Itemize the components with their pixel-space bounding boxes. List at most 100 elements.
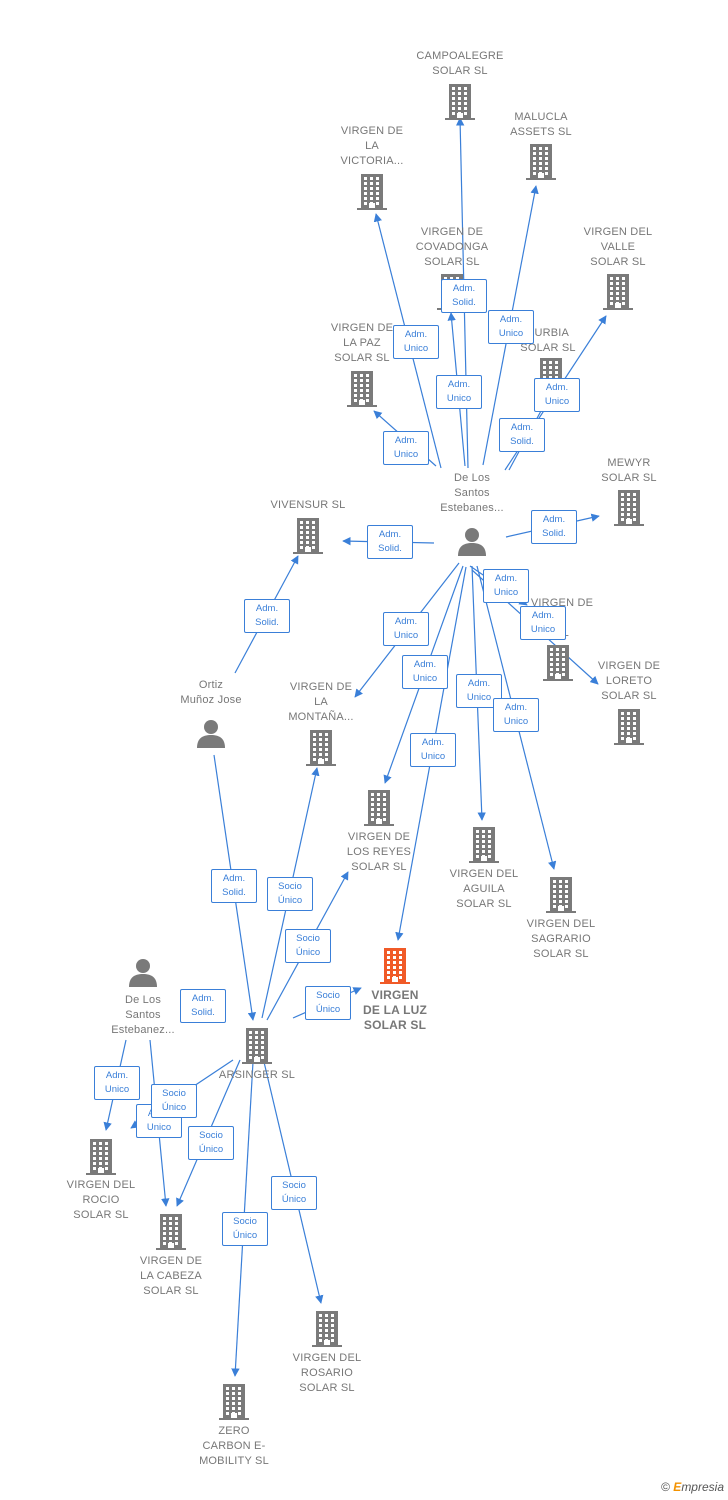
node-label: VIRGEN DE LORETO SOLAR SL (597, 660, 661, 702)
role-badge[interactable]: Adm. Unico (520, 606, 566, 640)
node-label: SURBIA SOLAR SL (520, 327, 576, 354)
node-victoria[interactable]: VIRGEN DE LA VICTORIA... (317, 124, 427, 169)
node-label: MEWYR SOLAR SL (601, 457, 657, 484)
role-badge[interactable]: Adm. Unico (383, 431, 429, 465)
node-reyes[interactable]: VIRGEN DE LOS REYES SOLAR SL (324, 830, 434, 875)
node-ortiz[interactable]: Ortiz Muñoz Jose (156, 678, 266, 708)
node-label: VIRGEN DEL VALLE SOLAR SL (583, 226, 653, 268)
node-label: VIRGEN DE LA LUZ SOLAR SL (362, 988, 427, 1032)
logo-initial: E (673, 1480, 682, 1494)
building-icon[interactable] (293, 518, 323, 559)
node-label: CAMPOALEGRE SOLAR SL (416, 50, 504, 77)
role-badge[interactable]: Adm. Unico (436, 375, 482, 409)
building-icon[interactable] (357, 174, 387, 215)
node-label: De Los Santos Estebanes... (440, 472, 504, 514)
role-badge[interactable]: Adm. Solid. (211, 869, 257, 903)
role-badge[interactable]: Adm. Unico (493, 698, 539, 732)
role-badge[interactable]: Socio Único (285, 929, 331, 963)
building-icon[interactable] (614, 490, 644, 531)
role-badge[interactable]: Adm. Unico (483, 569, 529, 603)
node-label: MALUCLA ASSETS SL (510, 111, 572, 138)
role-badge[interactable]: Adm. Unico (410, 733, 456, 767)
node-label: ARSINGER SL (218, 1069, 296, 1081)
role-badge[interactable]: Adm. Solid. (244, 599, 290, 633)
building-icon[interactable] (614, 709, 644, 750)
role-badge[interactable]: Adm. Unico (94, 1066, 140, 1100)
node-arsinger[interactable]: ARSINGER SL (202, 1068, 312, 1083)
person-icon[interactable] (457, 526, 487, 561)
empresia-logo[interactable]: © Empresia (661, 1480, 724, 1494)
node-mewyr[interactable]: MEWYR SOLAR SL (574, 456, 684, 486)
role-badge[interactable]: Socio Único (305, 986, 351, 1020)
node-valle[interactable]: VIRGEN DEL VALLE SOLAR SL (563, 225, 673, 270)
building-icon[interactable] (86, 1139, 116, 1180)
role-badge[interactable]: Adm. Unico (402, 655, 448, 689)
node-campoalegre[interactable]: CAMPOALEGRE SOLAR SL (405, 49, 515, 79)
node-rosario[interactable]: VIRGEN DEL ROSARIO SOLAR SL (272, 1351, 382, 1396)
role-badge[interactable]: Adm. Solid. (441, 279, 487, 313)
role-badge[interactable]: Adm. Unico (383, 612, 429, 646)
node-malucla[interactable]: MALUCLA ASSETS SL (486, 110, 596, 140)
building-icon[interactable] (306, 730, 336, 771)
role-badge[interactable]: Adm. Solid. (367, 525, 413, 559)
building-icon[interactable] (543, 645, 573, 686)
role-badge[interactable]: Adm. Unico (534, 378, 580, 412)
node-luz[interactable]: VIRGEN DE LA LUZ SOLAR SL (340, 988, 450, 1033)
role-badge[interactable]: Adm. Unico (456, 674, 502, 708)
node-label: VIRGEN DEL ROCIO SOLAR SL (66, 1179, 136, 1221)
node-vivensur[interactable]: VIVENSUR SL (253, 498, 363, 513)
node-estebanez2[interactable]: De Los Santos Estebanez... (88, 993, 198, 1038)
person-icon[interactable] (128, 957, 158, 992)
node-label: VIRGEN DEL ROSARIO SOLAR SL (292, 1352, 362, 1394)
node-aguila[interactable]: VIRGEN DEL AGUILA SOLAR SL (429, 867, 539, 912)
role-badge[interactable]: Socio Único (267, 877, 313, 911)
building-icon[interactable] (219, 1384, 249, 1425)
role-badge[interactable]: Adm. Solid. (531, 510, 577, 544)
building-icon[interactable] (312, 1311, 342, 1352)
node-label: VIRGEN DE LA CABEZA SOLAR SL (139, 1255, 203, 1297)
role-badge[interactable]: Socio Único (271, 1176, 317, 1210)
node-label: VIRGEN DE LOS REYES SOLAR SL (346, 831, 412, 873)
node-label: ZERO CARBON E- MOBILITY SL (199, 1425, 269, 1467)
node-label: De Los Santos Estebanez... (111, 994, 175, 1036)
node-paz[interactable]: VIRGEN DE LA PAZ SOLAR SL (307, 321, 417, 366)
role-badge[interactable]: Adm. Solid. (499, 418, 545, 452)
node-covadonga[interactable]: VIRGEN DE COVADONGA SOLAR SL (397, 225, 507, 270)
building-icon[interactable] (156, 1214, 186, 1255)
node-label: Ortiz Muñoz Jose (180, 679, 242, 706)
building-icon[interactable] (380, 948, 410, 989)
node-label: VIVENSUR SL (270, 499, 346, 511)
role-badge[interactable]: Adm. Solid. (180, 989, 226, 1023)
copyright-icon: © (661, 1480, 670, 1494)
role-badge[interactable]: Socio Único (151, 1084, 197, 1118)
node-surbia[interactable]: SURBIA SOLAR SL (493, 326, 603, 356)
building-icon[interactable] (546, 877, 576, 918)
node-label: VIRGEN DE LA MONTAÑA... (288, 681, 354, 723)
role-badge[interactable]: Adm. Unico (488, 310, 534, 344)
role-badge[interactable]: Socio Único (222, 1212, 268, 1246)
building-icon[interactable] (526, 144, 556, 185)
logo-rest: mpresia (681, 1480, 724, 1494)
node-label: VIRGEN DE LA VICTORIA... (340, 125, 404, 167)
node-montana[interactable]: VIRGEN DE LA MONTAÑA... (266, 680, 376, 725)
node-sagrario[interactable]: VIRGEN DEL SAGRARIO SOLAR SL (506, 917, 616, 962)
role-badge[interactable]: Socio Único (188, 1126, 234, 1160)
node-zero[interactable]: ZERO CARBON E- MOBILITY SL (179, 1424, 289, 1469)
person-icon[interactable] (196, 718, 226, 753)
node-rocio[interactable]: VIRGEN DEL ROCIO SOLAR SL (46, 1178, 156, 1223)
building-icon[interactable] (364, 790, 394, 831)
building-icon[interactable] (469, 827, 499, 868)
building-icon[interactable] (603, 274, 633, 315)
building-icon[interactable] (347, 371, 377, 412)
node-label: VIRGEN DE LA PAZ SOLAR SL (330, 322, 394, 364)
building-icon[interactable] (445, 84, 475, 125)
node-cabeza[interactable]: VIRGEN DE LA CABEZA SOLAR SL (116, 1254, 226, 1299)
node-loreto[interactable]: VIRGEN DE LORETO SOLAR SL (574, 659, 684, 704)
role-badge[interactable]: Adm. Unico (393, 325, 439, 359)
node-label: VIRGEN DEL SAGRARIO SOLAR SL (526, 918, 596, 960)
node-estebanes1[interactable]: De Los Santos Estebanes... (417, 471, 527, 516)
building-icon[interactable] (242, 1028, 272, 1069)
node-label: VIRGEN DE COVADONGA SOLAR SL (415, 226, 489, 268)
node-label: VIRGEN DEL AGUILA SOLAR SL (449, 868, 519, 910)
